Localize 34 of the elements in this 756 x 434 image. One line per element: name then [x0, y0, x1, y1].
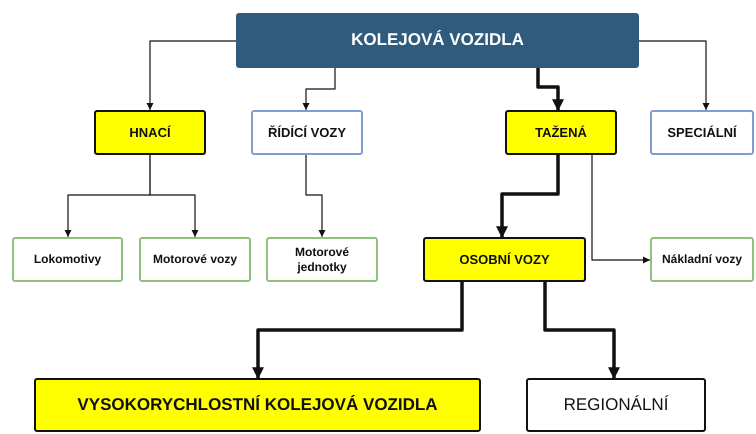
connector-arrow: [536, 68, 564, 112]
box-label: SPECIÁLNÍ: [667, 124, 737, 140]
category-box: [251, 110, 363, 155]
category-box: [423, 237, 586, 282]
connector-arrow: [305, 155, 326, 237]
box-label: Lokomotivy: [34, 252, 102, 267]
connector-arrow: [302, 68, 336, 110]
connector-arrow: [252, 282, 464, 380]
category-box: [94, 110, 206, 155]
category-box: [505, 110, 617, 155]
connector-arrow: [591, 155, 650, 264]
box-label: Nákladní vozy: [662, 252, 742, 267]
box-label: KOLEJOVÁ VOZIDLA: [351, 30, 524, 51]
category-box: [266, 237, 378, 282]
connector-arrow: [543, 282, 620, 380]
category-box: [12, 237, 123, 282]
connector-arrow: [146, 40, 236, 110]
connector-arrow: [639, 40, 710, 110]
box-label: Motorové vozy: [152, 252, 237, 267]
box-label: HNACÍ: [129, 124, 171, 140]
box-label: ŘÍDÍCÍ VOZY: [268, 124, 346, 140]
category-box: [236, 13, 639, 68]
category-box: [650, 237, 754, 282]
box-label: REGIONÁLNÍ: [564, 394, 668, 416]
box-label: OSOBNÍ VOZY: [459, 252, 550, 268]
box-label: Motorové jednotky: [294, 245, 350, 274]
category-box: [34, 378, 481, 432]
category-box: [650, 110, 754, 155]
category-box: [139, 237, 251, 282]
box-label: TAŽENÁ: [535, 124, 587, 140]
box-label: VYSOKORYCHLOSTNÍ KOLEJOVÁ VOZIDLA: [77, 394, 438, 416]
connector-arrow: [496, 155, 560, 238]
connector-arrow: [149, 155, 198, 237]
category-box: [526, 378, 706, 432]
